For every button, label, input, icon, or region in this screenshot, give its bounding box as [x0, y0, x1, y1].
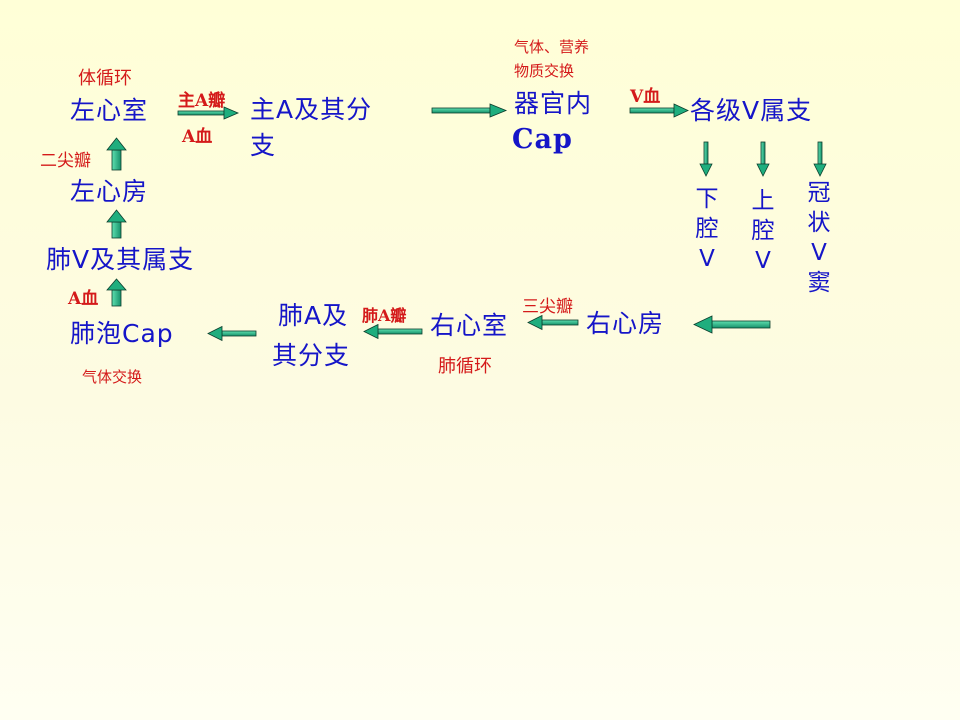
arrow-cap-to-veins: [629, 103, 689, 118]
label-mitral-valve: 二尖瓣: [40, 151, 91, 171]
aorta-branches-line2: 支: [250, 131, 277, 160]
arrow-ra-to-rv: [527, 314, 579, 331]
coronary-sinus: 冠状V窦: [807, 180, 831, 296]
label-venous-blood: V血: [630, 87, 661, 107]
label-arterial-blood-top: A血: [182, 127, 213, 147]
arrow-up-pv-to-la: [106, 209, 127, 239]
arrow-aorta-to-organ-cap: [431, 103, 508, 118]
organ-cap-line1: 器官内: [514, 89, 593, 118]
superior-vena-cava: 上腔V: [751, 188, 775, 274]
label-arterial-blood-left: A血: [68, 289, 99, 309]
inferior-vena-cava: 下腔V: [695, 186, 719, 272]
pulmonary-veins: 肺V及其属支: [46, 245, 195, 274]
arrow-rv-to-pa: [363, 323, 423, 340]
right-atrium: 右心房: [586, 309, 665, 338]
arrow-down-coronary: [813, 141, 827, 177]
arrow-veins-to-ra: [693, 315, 771, 334]
label-gas-exchange: 气体交换: [82, 368, 143, 386]
label-systemic-circulation: 体循环: [78, 68, 132, 89]
aorta-branches-line1: 主A及其分: [250, 95, 373, 124]
arrow-down-superior: [756, 141, 770, 177]
label-aortic-valve: 主A瓣: [178, 91, 226, 111]
left-atrium: 左心房: [70, 177, 149, 206]
label-gas-nutrient-exchange-line2: 物质交换: [514, 62, 575, 80]
label-pulmonary-circulation: 肺循环: [438, 356, 492, 377]
pulmonary-artery-line1: 肺A及: [278, 301, 349, 330]
pulmonary-artery-line2: 其分支: [272, 341, 351, 370]
arrow-down-inferior: [699, 141, 713, 177]
label-tricuspid-valve: 三尖瓣: [522, 297, 573, 317]
arrow-up-alveolar-to-pv: [106, 278, 127, 307]
arrow-up-la-to-lv: [106, 137, 127, 171]
vein-branches: 各级V属支: [690, 96, 813, 125]
label-gas-nutrient-exchange-line1: 气体、营养: [514, 38, 590, 56]
left-ventricle: 左心室: [70, 96, 149, 125]
alveolar-cap: 肺泡Cap: [70, 319, 174, 348]
right-ventricle: 右心室: [430, 311, 509, 340]
organ-cap-line2: Cap: [512, 124, 573, 155]
label-pulmonary-valve: 肺A瓣: [362, 306, 407, 325]
arrow-lv-to-aorta: [177, 106, 240, 120]
arrow-pa-to-alveolar: [207, 325, 257, 342]
